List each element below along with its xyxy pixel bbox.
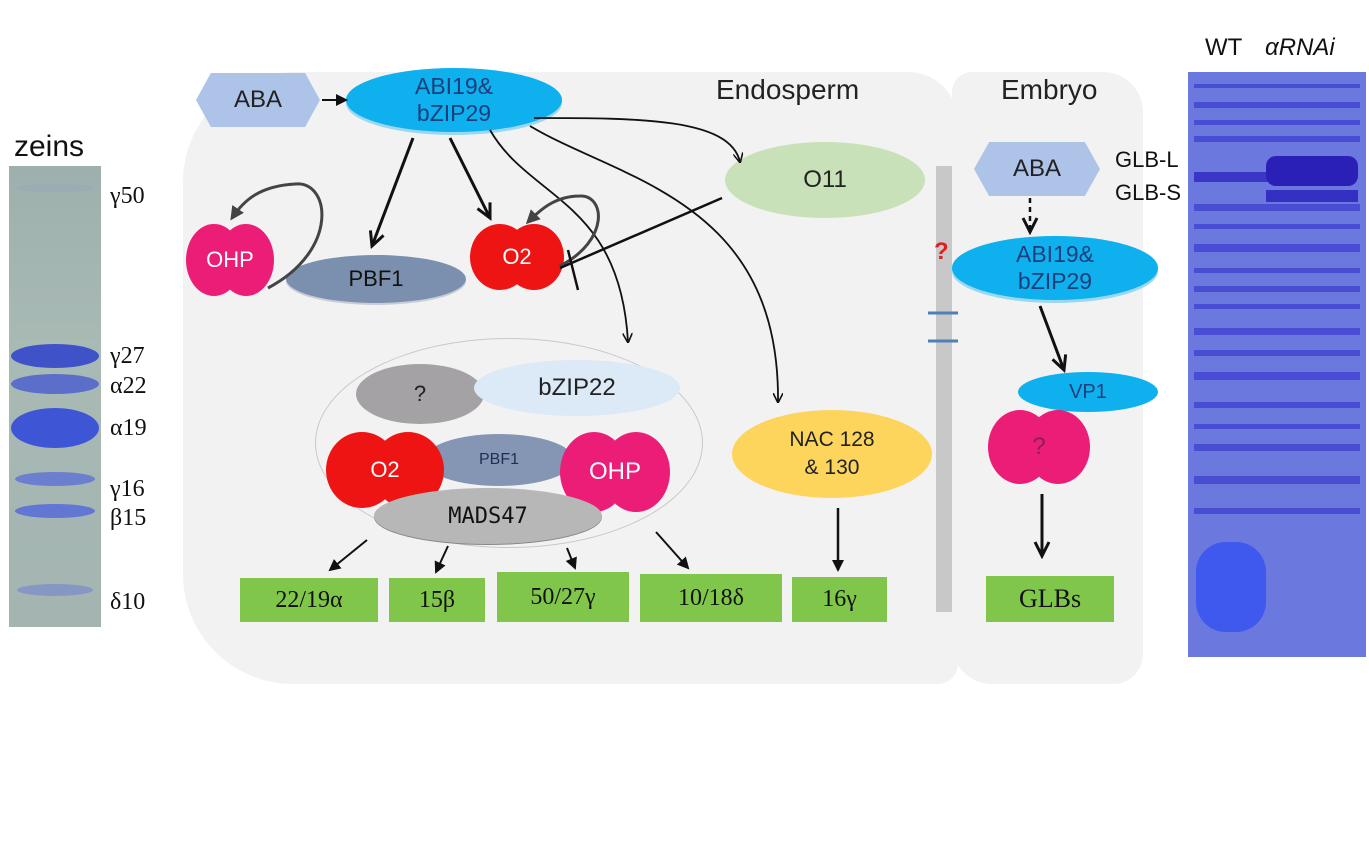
band-label-g27: γ27 (110, 343, 145, 369)
arrow-abi-to-o2 (448, 137, 490, 218)
target-glbs: GLBs (986, 576, 1114, 622)
arrow-complex-to-10-18d (655, 531, 690, 570)
embryo-unknown-label: ? (1032, 433, 1046, 460)
mads47-label: MADS47 (448, 503, 528, 529)
complex-unknown-label: ? (413, 381, 427, 406)
complex-unknown-node: ? (356, 364, 484, 424)
endosperm-title: Endosperm (716, 74, 860, 105)
divider-question-mark: ? (934, 238, 949, 265)
o2-top-dimer: O2 (470, 224, 564, 290)
endosperm-abi-line2: bZIP29 (416, 100, 492, 126)
bzip22-node: bZIP22 (474, 360, 680, 416)
band-label-g50: γ50 (110, 183, 145, 209)
embryo-abi19-bzip29: ABI19& bZIP29 (952, 236, 1158, 300)
endosperm-aba-hexagon: ABA (196, 73, 320, 127)
nac-line2: & 130 (804, 456, 860, 479)
bzip22-label: bZIP22 (538, 374, 616, 401)
gel-band-b15 (15, 504, 95, 518)
o2-complex-label: O2 (370, 457, 400, 482)
loop-o2-self (525, 194, 600, 268)
glb-l-label: GLB-L (1115, 147, 1179, 172)
target-16-gamma: 16γ (792, 577, 887, 622)
arrow-abi-to-nac (529, 125, 778, 402)
embryo-aba-label: ABA (1012, 155, 1062, 182)
zeins-title: zeins (14, 130, 85, 163)
arrow-complex-to-50-27g (565, 547, 577, 570)
protein-complex-outline (315, 338, 703, 548)
arrow-abi-to-complex (489, 129, 628, 342)
gel-band-g27 (11, 344, 99, 368)
target-50-27-gamma: 50/27γ (497, 572, 629, 622)
pbf1-top-node: PBF1 (286, 255, 466, 303)
nac-node: NAC 128 & 130 (732, 410, 932, 498)
band-label-a22: α22 (110, 373, 147, 399)
divider-bar (936, 166, 952, 612)
mads47-node: MADS47 (374, 488, 602, 544)
endosperm-abi-line1: ABI19& (415, 73, 493, 99)
loop-ohp-self (230, 182, 324, 290)
band-label-g16: γ16 (110, 476, 145, 502)
ohp-complex-label: OHP (588, 458, 641, 485)
rnai-lane-label: αRNAi (1265, 34, 1335, 61)
o2-complex-dimer: O2 (326, 432, 444, 508)
gel-band-g16 (15, 472, 95, 486)
pbf1-complex-label: PBF1 (478, 451, 519, 468)
inhibit-bar-o11-o2 (566, 249, 580, 291)
glb-s-label: GLB-S (1115, 180, 1182, 205)
o11-label: O11 (803, 166, 847, 193)
arrow-abi-to-o11 (533, 117, 740, 162)
embryo-unknown-dimer: ? (988, 410, 1090, 484)
embryo-abi-line2: bZIP29 (1017, 268, 1093, 294)
o11-node: O11 (725, 142, 925, 218)
wt-lane-label: WT (1205, 34, 1243, 61)
vp1-label: VP1 (1069, 380, 1107, 403)
arrow-embryo-abi-to-vp1 (1038, 305, 1064, 370)
endosperm-aba-label: ABA (233, 86, 283, 113)
pbf1-complex-node: PBF1 (424, 434, 574, 486)
globulin-gel-bands (1194, 84, 1360, 632)
gel-band-d10 (17, 584, 93, 596)
band-label-b15: β15 (110, 505, 147, 531)
embryo-title: Embryo (1001, 74, 1098, 105)
ohp-complex-dimer: OHP (560, 432, 670, 512)
gel-band-a19 (11, 408, 99, 448)
embryo-abi-line1: ABI19& (1016, 241, 1094, 267)
arrow-abi-to-pbf1 (372, 137, 415, 246)
pbf1-top-label: PBF1 (348, 266, 404, 291)
globulin-gel (1188, 72, 1366, 657)
o2-top-label: O2 (502, 244, 532, 269)
nac-line1: NAC 128 (789, 428, 875, 451)
target-15-beta: 15β (389, 578, 485, 622)
endosperm-abi19-bzip29: ABI19& bZIP29 (346, 68, 562, 132)
embryo-aba-hexagon: ABA (974, 142, 1100, 196)
arrow-complex-to-22-19a (328, 539, 368, 572)
band-label-a19: α19 (110, 415, 147, 441)
band-label-d10: δ10 (110, 589, 146, 615)
target-22-19-alpha: 22/19α (240, 578, 378, 622)
inhibit-o11-o2 (559, 196, 723, 270)
gel-band-a22 (11, 374, 99, 394)
ohp-top-label: OHP (206, 247, 254, 272)
zein-gel (9, 166, 101, 627)
arrow-complex-to-15b (434, 545, 449, 574)
vp1-node: VP1 (1018, 372, 1158, 412)
target-10-18-delta: 10/18δ (640, 574, 782, 622)
ohp-top-dimer: OHP (186, 224, 274, 296)
gel-band-g50 (15, 184, 95, 192)
